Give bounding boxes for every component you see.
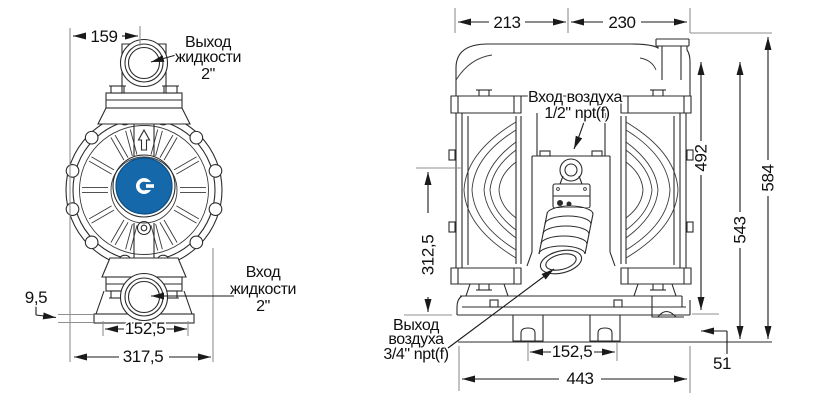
label-air-exhaust-line1: Выход: [393, 317, 440, 334]
label-fluid-inlet-line3: 2": [256, 298, 270, 315]
fluid-inlet-port: [119, 272, 169, 322]
dim-port-center: 159: [90, 27, 117, 46]
dim-base-thickness: 9,5: [25, 288, 47, 307]
dimension-lines: [35, 18, 772, 383]
label-air-inlet-line2: 1/2" npt(f): [544, 105, 609, 122]
outlet-leader: [150, 54, 177, 63]
fluid-outlet-port: [119, 38, 169, 88]
label-air-exhaust-line3: 3/4" npt(f): [383, 346, 448, 363]
air-exhaust-muffler: [536, 205, 596, 275]
dim-left-section: 213: [493, 13, 520, 32]
dim-overall-width: 317,5: [123, 347, 164, 366]
outlet-manifold: [455, 43, 691, 97]
nameplate: [552, 183, 591, 209]
label-fluid-outlet-line3: 2": [201, 66, 215, 83]
label-fluid-inlet-line1: Вход: [246, 264, 282, 281]
label-air-exhaust-line2: воздуха: [388, 331, 444, 348]
pump-foot: [589, 315, 621, 342]
label-air-inlet-line1: Вход воздуха: [528, 89, 622, 106]
annotations: 159 Выход жидкости 2" 9,5 Вход жидкости …: [23, 12, 779, 390]
dim-height-492: 492: [692, 144, 711, 171]
dim-height-543: 543: [731, 216, 750, 243]
air-inlet-port: [559, 158, 583, 182]
pump-foot: [512, 315, 544, 342]
side-view-drawing: [448, 38, 772, 343]
label-fluid-outlet-line1: Выход: [185, 34, 232, 51]
dim-overall-height: 584: [759, 164, 778, 191]
dim-front-feet-spacing: 152,5: [125, 319, 166, 338]
air-exhaust-leader: [447, 268, 555, 349]
label-fluid-outlet-line2: жидкости: [175, 49, 241, 66]
graco-logo: [112, 154, 176, 218]
extension-lines: [58, 8, 772, 393]
flow-direction-arrow: [137, 128, 151, 151]
dim-base-height: 51: [713, 354, 731, 373]
dim-side-feet-spacing: 152,5: [552, 342, 593, 361]
front-view-drawing: [64, 38, 224, 324]
air-inlet-leader: [573, 121, 585, 150]
base-assembly: [456, 295, 772, 343]
label-fluid-inlet-line2: жидкости: [230, 281, 296, 298]
dim-overall-length: 443: [566, 369, 593, 388]
dim-mid-height: 312,5: [419, 235, 438, 276]
dim-right-section: 230: [608, 13, 635, 32]
